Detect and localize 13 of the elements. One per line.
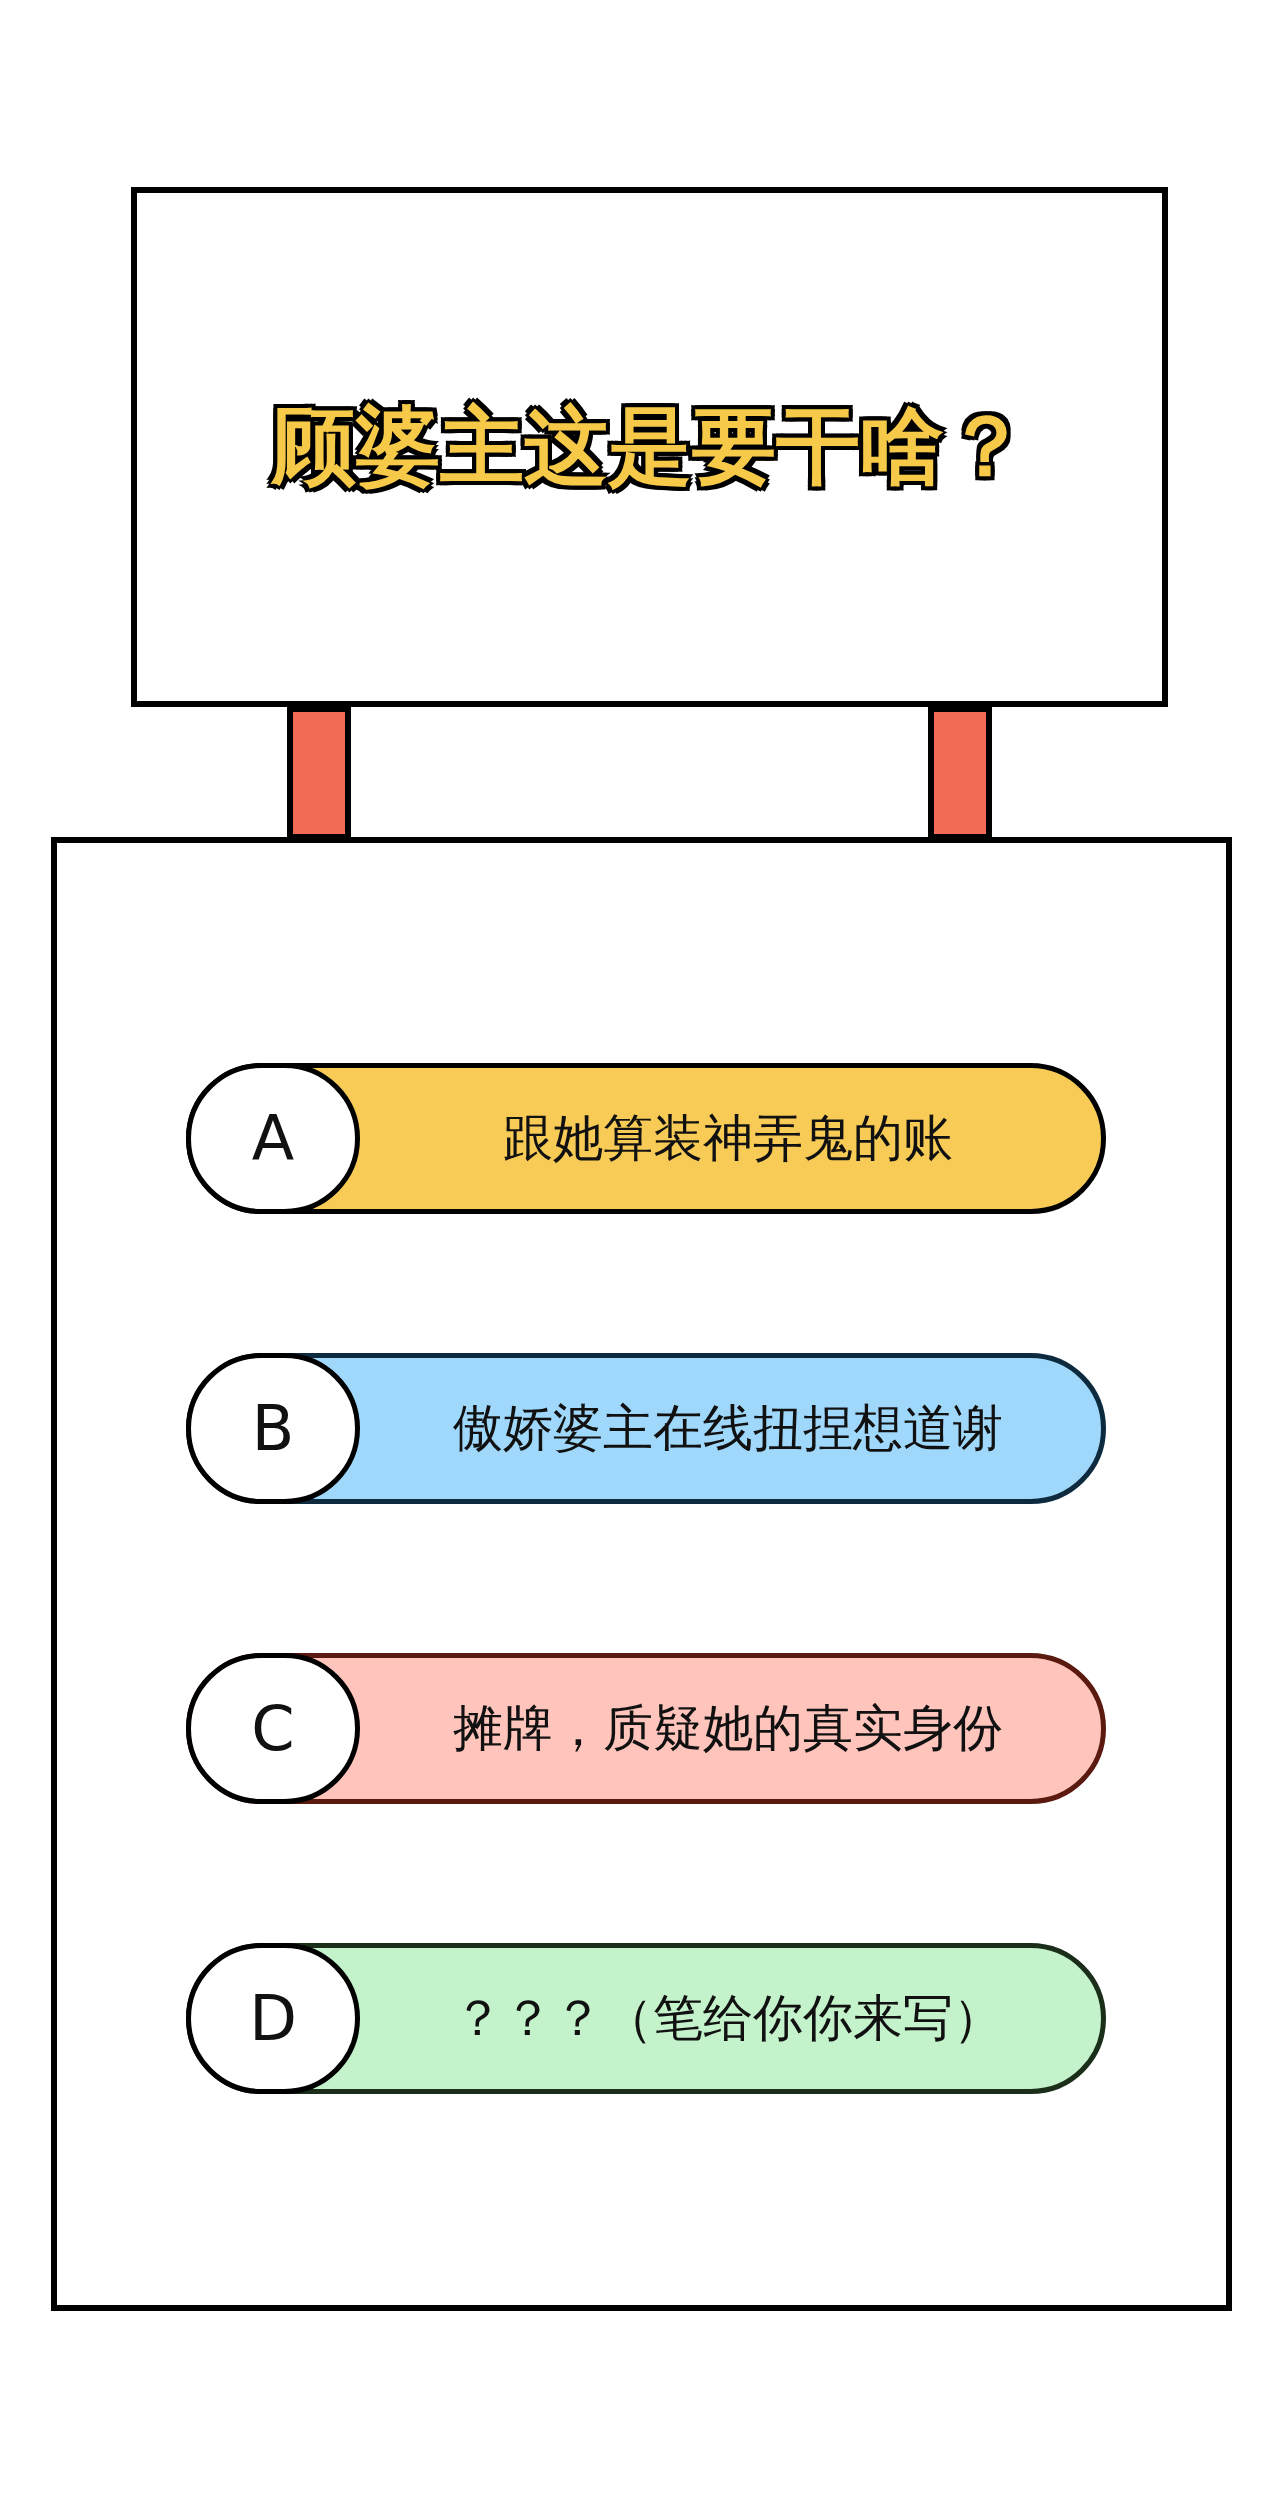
title-text: 顾婆主这是要干啥？ <box>271 396 1028 497</box>
option-letter: A <box>186 1063 360 1214</box>
option-text: ？？？（笔给你你来写） <box>452 1988 1004 2049</box>
option-letter: C <box>186 1653 360 1804</box>
option-text: 摊牌，质疑她的真实身份 <box>452 1698 1004 1759</box>
option-text: 跟她算装神弄鬼的账 <box>502 1108 954 1169</box>
option-letter: D <box>186 1943 360 2094</box>
sign-board <box>131 187 1168 707</box>
sign-post <box>928 706 992 840</box>
sign-post <box>287 706 351 840</box>
card-background <box>51 837 1232 2311</box>
option-letter: B <box>186 1353 360 1504</box>
option-text: 傲娇婆主在线扭捏想道谢 <box>452 1398 1004 1459</box>
